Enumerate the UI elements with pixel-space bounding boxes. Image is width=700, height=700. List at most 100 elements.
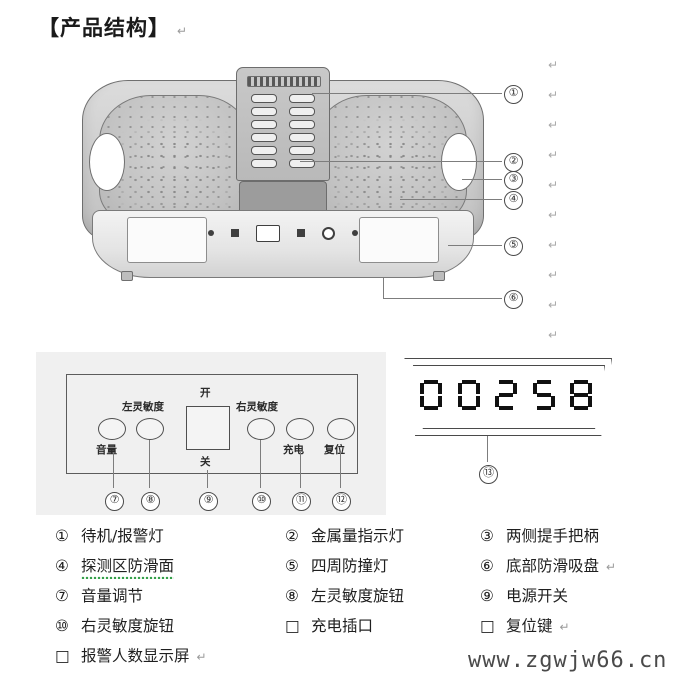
legend-marker: □: [480, 617, 495, 635]
port-strip: [208, 223, 358, 243]
callout-11: ⑪: [292, 492, 311, 511]
led-lamp: [251, 120, 277, 129]
callout-leader-9: [207, 470, 209, 488]
pilcrow-icon: ↵: [548, 148, 559, 162]
pilcrow-icon: ↵: [548, 118, 559, 132]
led-lamp: [289, 133, 315, 142]
led-column-right: [289, 94, 315, 168]
left-sensitivity-knob[interactable]: [136, 418, 164, 440]
legend-marker: □: [55, 647, 70, 665]
callout-2: ②: [504, 153, 523, 172]
callout-8: ⑧: [141, 492, 160, 511]
segment-g: [536, 393, 551, 397]
callout-leader-6: [383, 298, 502, 300]
segment-c: [550, 396, 555, 407]
pilcrow-icon: ↵: [559, 620, 570, 634]
legend-item-3: ③ 两侧提手把柄: [480, 524, 670, 546]
left-handle-notch: [89, 133, 125, 191]
led-column-left: [251, 94, 277, 168]
segment-f: [420, 383, 424, 394]
callout-leader-4: [400, 199, 502, 201]
display-digits: [420, 380, 592, 410]
base-foot-right: [433, 271, 445, 281]
legend-list: ① 待机/报警灯 ② 金属量指示灯 ③ 两侧提手把柄 ④ 探测区防滑面 ⑤ 四周…: [55, 524, 675, 674]
seven-segment-digit-0: [420, 380, 442, 410]
legend-marker: ⑦: [55, 587, 69, 605]
led-lamp: [251, 94, 277, 103]
left-sensitivity-label: 左灵敏度: [122, 401, 164, 413]
legend-label: 右灵敏度旋钮: [81, 617, 175, 635]
callout-13: ⑬: [479, 465, 498, 484]
legend-item-5: ⑤ 四周防撞灯: [285, 554, 480, 576]
legend-marker: □: [285, 617, 300, 635]
segment-d: [499, 406, 513, 410]
reset-label: 复位: [324, 444, 345, 456]
left-foot-pad: [99, 95, 251, 225]
led-lamp: [251, 159, 277, 168]
segment-c: [438, 396, 442, 407]
legend-marker: ⑩: [55, 617, 69, 635]
right-sensitivity-label: 右灵敏度: [236, 401, 278, 413]
segment-g: [499, 393, 513, 397]
seven-segment-digit-1: [457, 380, 480, 410]
segment-e: [495, 396, 499, 407]
legend-marker: ②: [285, 527, 299, 545]
legend-marker: ⑥: [480, 557, 494, 575]
legend-label: 探测区防滑面: [81, 554, 175, 581]
segment-f: [570, 383, 574, 394]
metal-level-indicator-leds: [251, 94, 315, 168]
segment-a: [424, 380, 438, 384]
callout-leader-10: [260, 440, 262, 488]
callout-4: ④: [504, 191, 523, 210]
reset-button[interactable]: [327, 418, 355, 440]
segment-e: [420, 396, 424, 407]
right-sensitivity-knob[interactable]: [247, 418, 275, 440]
callout-6: ⑥: [504, 290, 523, 309]
callout-5: ⑤: [504, 237, 523, 256]
legend-item-13: □ 报警人数显示屏↵: [55, 644, 285, 666]
legend-marker: ⑤: [285, 557, 299, 575]
segment-b: [475, 383, 480, 394]
segment-b: [588, 383, 592, 394]
legend-item-1: ① 待机/报警灯: [55, 524, 285, 546]
port-square-icon: [297, 229, 305, 237]
legend-item-9: ⑨ 电源开关: [480, 584, 670, 606]
legend-marker: ①: [55, 527, 69, 545]
led-lamp: [289, 94, 315, 103]
base-panel-right: [359, 217, 439, 263]
led-lamp: [289, 107, 315, 116]
callout-leader-1: [312, 93, 502, 95]
seven-segment-digit-2: [495, 380, 517, 410]
product-illustration: [60, 58, 520, 308]
legend-label: 复位键: [506, 617, 553, 635]
segment-b: [513, 383, 517, 394]
segment-a: [536, 380, 551, 384]
usb-port-icon: [256, 224, 280, 242]
callout-leader-3: [462, 179, 502, 181]
callout-12: ⑫: [332, 492, 351, 511]
segment-g: [574, 393, 588, 397]
segment-f: [532, 383, 537, 394]
callout-10: ⑩: [252, 492, 271, 511]
callout-leader-8: [149, 440, 151, 488]
speaker-grille-icon: [247, 76, 321, 87]
pilcrow-icon: ↵: [548, 298, 559, 312]
callout-leader-12: [340, 452, 342, 488]
callout-leader-5: [448, 245, 502, 247]
charge-port[interactable]: [286, 418, 314, 440]
legend-label: 待机/报警灯: [81, 527, 164, 545]
pilcrow-icon: ↵: [548, 328, 559, 342]
callout-3: ③: [504, 171, 523, 190]
legend-label: 充电插口: [311, 617, 374, 635]
volume-knob[interactable]: [98, 418, 126, 440]
paragraph-mark-column: ↵ ↵ ↵ ↵ ↵ ↵ ↵ ↵ ↵ ↵: [548, 50, 578, 350]
callout-9: ⑨: [199, 492, 218, 511]
device-base: [92, 210, 474, 281]
segment-b: [438, 383, 442, 394]
legend-marker: ③: [480, 527, 494, 545]
power-switch[interactable]: [186, 406, 230, 450]
segment-c: [588, 396, 592, 407]
page-title-text: 【产品结构】: [38, 16, 170, 40]
seven-segment-digit-3: [532, 380, 555, 410]
legend-label: 底部防滑吸盘: [506, 557, 600, 575]
